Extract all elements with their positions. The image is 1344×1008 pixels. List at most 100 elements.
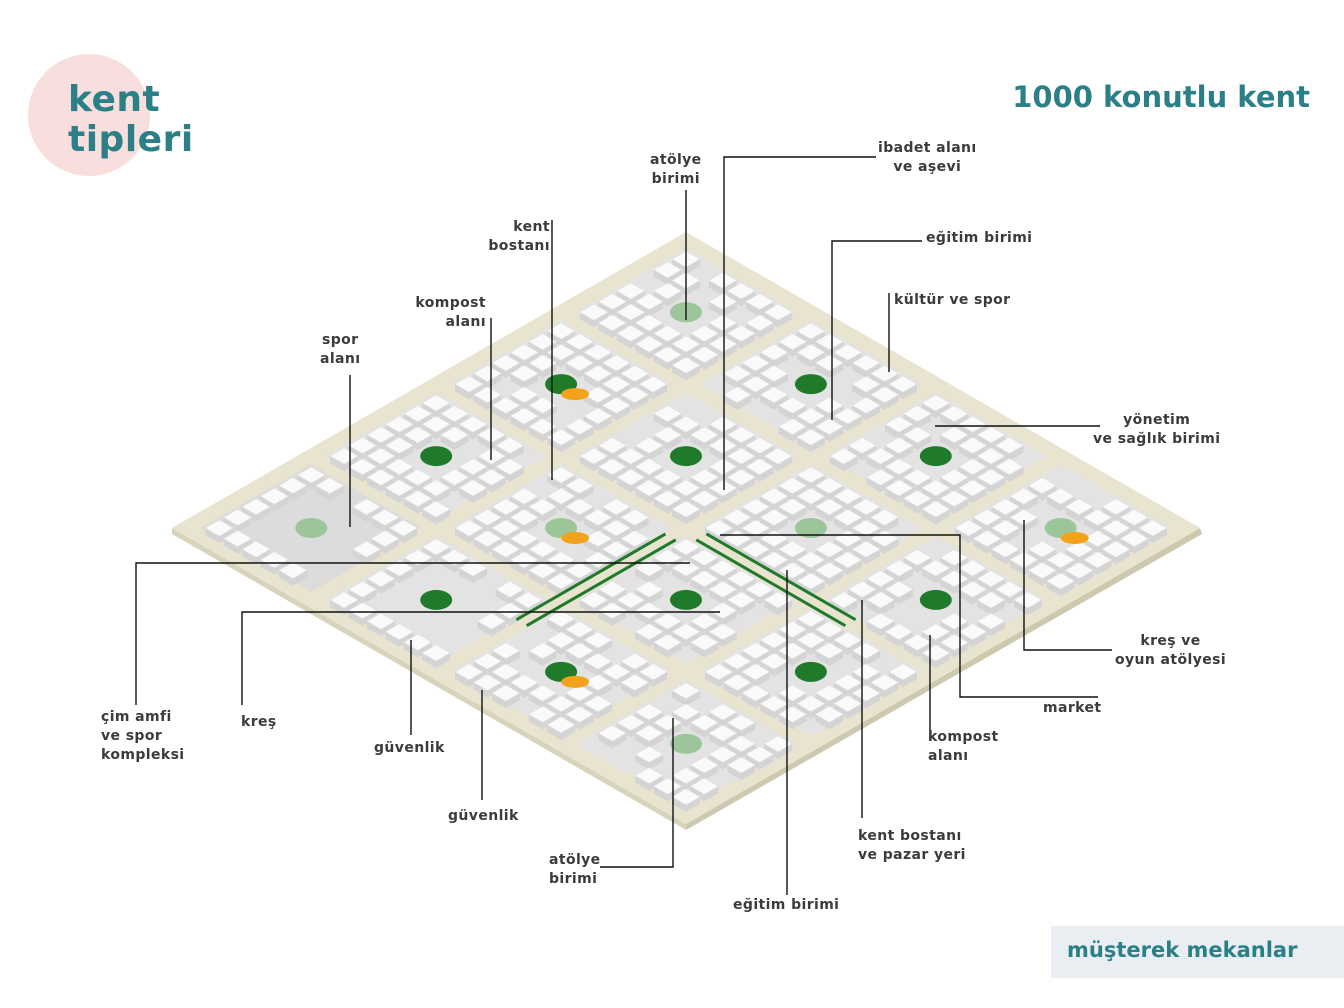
building-side (653, 557, 682, 573)
building (884, 415, 914, 433)
building (759, 631, 789, 649)
building (777, 477, 808, 494)
building-side (635, 344, 664, 360)
building-side (815, 693, 844, 709)
building (1119, 530, 1149, 548)
tree-median (695, 538, 847, 627)
facility-area (1060, 532, 1089, 544)
building-side (745, 466, 774, 482)
building (671, 767, 701, 785)
building-side (815, 405, 844, 421)
building-side (672, 365, 700, 381)
building (833, 631, 863, 649)
building (509, 365, 539, 382)
building-side (727, 599, 756, 615)
building (777, 498, 808, 516)
building-side (672, 775, 700, 791)
park-green-area (670, 446, 702, 467)
building-side (510, 394, 539, 410)
building-side (278, 485, 307, 501)
building-side (260, 559, 289, 575)
building-side (491, 693, 520, 709)
building-side (352, 549, 381, 565)
building-side (958, 466, 987, 482)
building-side (690, 786, 719, 802)
building-side (778, 341, 807, 357)
park-green-area (670, 733, 702, 754)
building (597, 437, 627, 454)
building (564, 354, 595, 372)
building-side (653, 477, 682, 493)
label-bostan-pazar: kent bostanı ve pazar yeri (858, 828, 966, 863)
label-ibadet: ibadet alanı ve aşevi (878, 140, 977, 175)
building (513, 591, 543, 609)
building-side (403, 477, 432, 493)
building (472, 530, 503, 548)
building-side (1065, 570, 1094, 586)
park-green-area (794, 661, 827, 682)
building-side (477, 456, 506, 472)
building-side (1101, 549, 1130, 565)
building (546, 695, 576, 713)
building (440, 426, 470, 444)
building (616, 714, 646, 731)
building-side (422, 509, 451, 525)
building-side (741, 506, 770, 522)
building-side (616, 477, 645, 493)
building (495, 458, 525, 476)
building (491, 642, 521, 660)
building (403, 405, 433, 423)
building-side (1083, 538, 1112, 554)
building-side (977, 621, 1006, 637)
building (851, 540, 881, 558)
building (597, 314, 627, 332)
building-side (708, 466, 737, 482)
building (869, 386, 900, 404)
building-side (565, 426, 594, 442)
building-side (690, 557, 719, 573)
building-side (422, 546, 451, 562)
building-side (815, 714, 844, 730)
building-side (528, 570, 557, 586)
building (939, 633, 969, 651)
building-side (815, 506, 844, 522)
building-side (366, 477, 395, 493)
building (958, 559, 988, 577)
building (708, 602, 738, 619)
building (634, 745, 664, 763)
building (833, 551, 863, 569)
building-side (491, 506, 520, 522)
building (990, 498, 1021, 516)
building (833, 530, 863, 548)
building-side (870, 373, 899, 389)
building (384, 415, 414, 433)
building (601, 519, 631, 537)
building (329, 447, 359, 465)
building-side (1046, 559, 1075, 575)
building-side (903, 413, 932, 429)
building-side (510, 352, 539, 368)
building (472, 386, 503, 404)
building (491, 519, 521, 537)
building (597, 602, 627, 619)
building (458, 458, 488, 476)
building (958, 623, 988, 641)
building (814, 498, 844, 516)
building-side (528, 549, 557, 565)
building (796, 695, 826, 713)
building (579, 447, 609, 465)
building (708, 559, 738, 577)
building (1009, 487, 1039, 505)
building (689, 426, 720, 444)
building-side (653, 642, 682, 658)
building (708, 271, 738, 289)
building-side (833, 352, 862, 368)
building (902, 405, 932, 423)
building-side (385, 424, 414, 440)
building-side (565, 341, 594, 357)
building (847, 580, 877, 598)
building-side (852, 650, 881, 666)
building (1027, 477, 1057, 494)
building (583, 508, 613, 526)
building-side (598, 733, 627, 749)
